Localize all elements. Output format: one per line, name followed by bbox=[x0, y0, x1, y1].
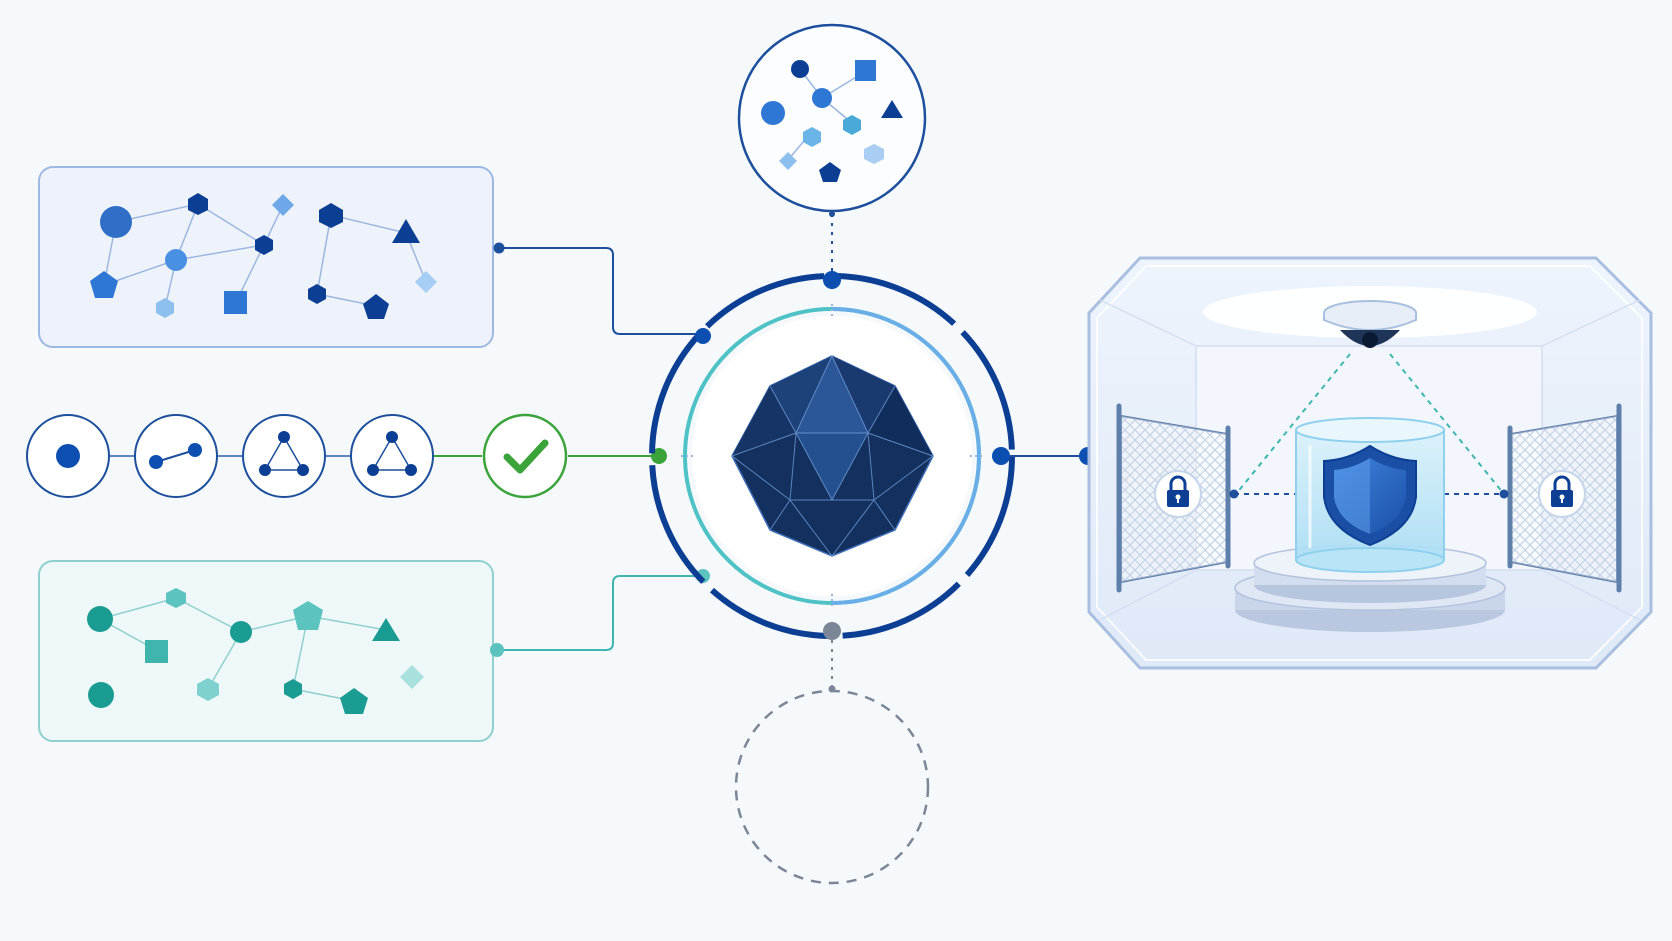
central-hub bbox=[649, 271, 1015, 640]
graph-node bbox=[165, 249, 187, 271]
graph-node bbox=[255, 235, 273, 255]
teal-panel-connector bbox=[490, 569, 710, 657]
graph-node bbox=[197, 678, 219, 701]
graph-node bbox=[145, 640, 168, 663]
ring-node-bottom bbox=[823, 622, 841, 640]
stage-single-node bbox=[26, 414, 110, 498]
graph-node bbox=[415, 271, 437, 293]
graph-node bbox=[230, 621, 252, 643]
checkmark-icon bbox=[503, 439, 549, 474]
polyhedron-icon bbox=[731, 355, 934, 557]
scatter-node bbox=[779, 152, 797, 170]
ring-node-right bbox=[992, 447, 1010, 465]
graph-node bbox=[87, 606, 113, 632]
secure-vault bbox=[1087, 256, 1653, 670]
scatter-node bbox=[761, 101, 785, 125]
stage-edge bbox=[134, 414, 218, 498]
padlock-icon bbox=[1551, 475, 1573, 507]
graph-node bbox=[372, 618, 400, 641]
progression-row bbox=[26, 413, 667, 499]
graph-node bbox=[100, 206, 132, 238]
graph-node bbox=[308, 284, 326, 304]
placeholder-node bbox=[734, 689, 930, 885]
left-security-gate bbox=[1116, 403, 1231, 593]
scatter-node bbox=[791, 60, 809, 78]
graph-node bbox=[156, 298, 174, 318]
scatter-node bbox=[819, 162, 841, 182]
vault-connector bbox=[1010, 447, 1097, 465]
ring-node-top bbox=[823, 271, 841, 289]
padlock-icon bbox=[1167, 475, 1189, 507]
graph-node bbox=[319, 203, 343, 228]
graph-node bbox=[363, 294, 389, 319]
blue-panel-connector bbox=[493, 242, 701, 335]
blue-graph-panel bbox=[38, 166, 494, 348]
graph-node bbox=[88, 682, 114, 708]
scatter-node bbox=[864, 144, 884, 164]
graph-node bbox=[166, 588, 186, 608]
graph-node bbox=[188, 193, 208, 215]
stage-triangle bbox=[242, 414, 326, 498]
graph-node bbox=[293, 601, 323, 630]
graph-node bbox=[284, 679, 302, 699]
camera-icon bbox=[1323, 300, 1417, 348]
stage-triangle-refined bbox=[350, 414, 434, 498]
scatter-node bbox=[855, 60, 876, 81]
graph-node bbox=[272, 194, 294, 216]
right-security-gate bbox=[1507, 403, 1622, 593]
graph-node bbox=[340, 688, 368, 714]
teal-graph-panel bbox=[38, 560, 494, 742]
shield-icon bbox=[1323, 444, 1417, 547]
graph-node bbox=[90, 271, 118, 298]
scatter-node bbox=[881, 100, 903, 118]
graph-node bbox=[392, 219, 420, 243]
ring-node-upper-left bbox=[695, 328, 711, 344]
validation-node bbox=[482, 413, 568, 499]
graph-node bbox=[400, 665, 424, 689]
unstructured-data-node bbox=[737, 23, 927, 213]
scatter-node bbox=[803, 127, 821, 147]
scatter-node bbox=[843, 115, 861, 135]
graph-node bbox=[224, 291, 247, 314]
scatter-node bbox=[812, 88, 832, 108]
